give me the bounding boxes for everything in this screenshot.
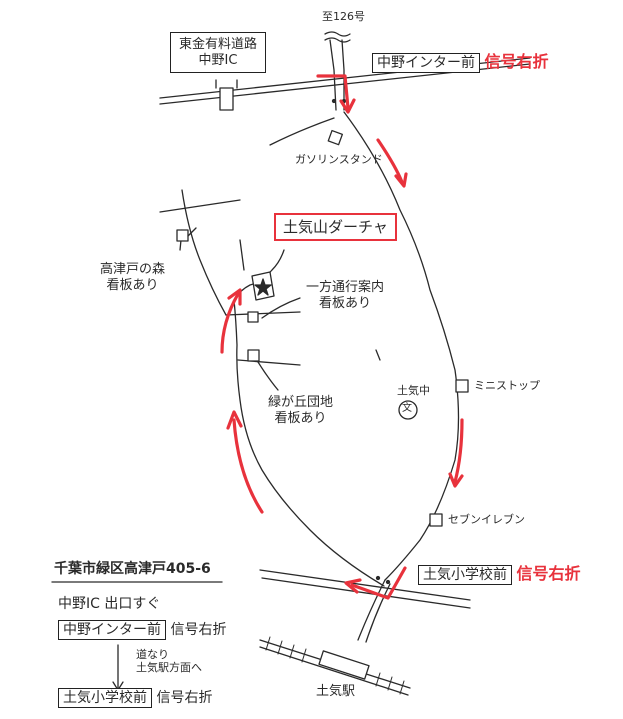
station-label: 土気駅 [316,684,356,699]
route-126-road [329,39,337,111]
direction-step-4-signal: 土気小学校前 [58,688,152,708]
direction-step-2: 中野インター前 信号右折 [58,620,227,640]
midorigaoka-sign-note: 看板あり [274,410,327,426]
toll-road-name: 東金有料道路 [179,37,258,52]
route-arrow-head [227,288,242,306]
route-arrow-west-1 [232,418,264,514]
east-branch-road [375,349,381,361]
route-arrow-east-2 [453,418,464,484]
road-break-icon [324,37,351,43]
route-arrow-left-turn [350,566,407,600]
destination-label: 土気山ダーチャ [274,213,397,241]
forest-sign-name: 高津戸の森 [100,262,166,277]
school-symbol-icon: 文 [402,403,412,414]
gas-station-icon [327,129,343,146]
school-label: 土気中 [397,384,430,397]
forest-sign-label: 高津戸の森 看板あり [100,262,165,293]
signal-dot-icon [331,98,337,104]
midorigaoka-sign-label: 緑が丘団地 看板あり [268,395,333,426]
toke-school-road [261,577,471,609]
dacha-star-icon [254,278,272,296]
oneway-sign-label: 一方通行案内 看板あり [306,280,384,311]
route-arrow-head [339,98,356,114]
main-road-west [233,299,385,587]
signal-dot-icon [385,579,391,585]
forest-road [181,189,227,316]
forest-road-branch [159,199,241,213]
signal-toke-label: 土気小学校前 信号右折 [418,564,581,585]
direction-step-2-signal: 中野インター前 [58,620,166,640]
route-arrow-head [344,578,362,594]
route-arrow-head [394,172,408,188]
school-circle [398,400,418,420]
route-arrow-head [226,410,243,430]
midorigaoka-sign-link [257,361,279,391]
toll-gate-icon [219,87,234,111]
railway-ties [265,636,405,695]
main-road-east [343,111,460,581]
route-arrow-right-turn [316,74,350,110]
oneway-sign-icon [247,311,259,323]
route-arrow-west-2 [220,292,240,354]
ministop-label: ミニストップ [474,379,540,392]
route-arrow-east-1 [376,138,404,184]
road-break-icon [324,31,351,37]
direction-step-4: 土気小学校前 信号右折 [58,688,213,708]
forest-sign-note: 看板あり [106,277,159,293]
forest-sign-link [187,227,197,237]
oneway-sign-note: 看板あり [319,295,372,311]
direction-step-4-turn: 信号右折 [156,690,213,706]
route-126-road [341,39,345,111]
ministop-icon [455,379,469,393]
seven-eleven-icon [429,513,443,527]
toll-road-ic-box: 東金有料道路 中野IC [170,32,267,74]
midorigaoka-sign-name: 緑が丘団地 [268,395,334,410]
dacha-road-branch [225,311,301,316]
direction-step-2-turn: 信号右折 [170,622,227,638]
direction-step-3: 道なり 土気駅方面へ [136,648,202,674]
ic-name: 中野IC [198,52,238,68]
station-building [318,650,370,680]
route-126-label: 至126号 [322,10,365,23]
dacha-access [239,239,245,271]
oneway-sign-link [261,297,301,319]
seven-eleven-label: セブンイレブン [448,513,525,526]
toke-school-road [259,569,471,601]
signal-dot-icon [375,575,381,581]
gas-station-label: ガソリンスタンド [295,153,383,166]
direction-step-3-line2: 土気駅方面へ [136,661,202,675]
forest-sign-icon [176,229,189,242]
railway-line [259,646,409,696]
signal-nakano-turn: 信号右折 [484,52,549,71]
direction-step-1: 中野IC 出口すぐ [58,596,161,612]
station-road [357,579,386,641]
signal-nakano-label: 中野インター前 信号右折 [372,52,549,73]
address-label: 千葉市緑区高津戸405-6 [54,561,211,577]
direction-step-3-line1: 道なり [136,648,169,661]
signal-nakano-name: 中野インター前 [372,53,480,73]
oneway-sign-name: 一方通行案内 [306,280,385,295]
gas-station-road [269,117,335,146]
signal-toke-turn: 信号右折 [516,564,581,583]
route-arrow-head [448,472,464,488]
midorigaoka-road [237,359,301,366]
midorigaoka-sign-icon [247,349,260,362]
signal-toke-name: 土気小学校前 [418,565,512,585]
